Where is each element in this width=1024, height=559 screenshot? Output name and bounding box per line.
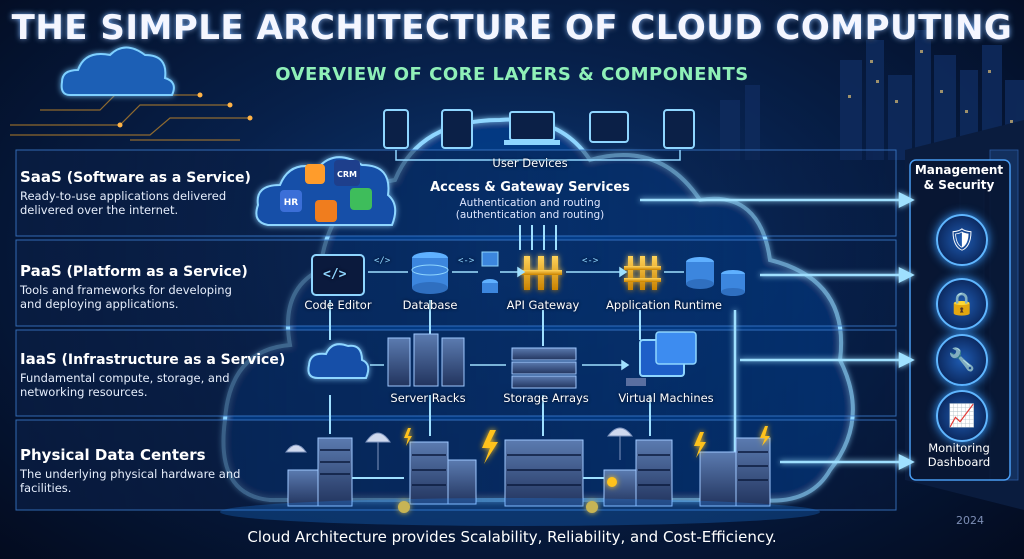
phone-icon	[383, 109, 409, 149]
code-editor-icon	[311, 254, 365, 296]
layer-description: Ready-to-use applications delivered deli…	[20, 189, 227, 217]
hr-app-icon	[280, 190, 302, 212]
code-symbol: </>	[374, 256, 391, 266]
lightning-icon	[398, 426, 770, 513]
circuit-lines	[10, 94, 250, 141]
server-racks-icon	[387, 333, 465, 387]
page-subtitle: OVERVIEW OF CORE LAYERS & COMPONENTS	[275, 64, 749, 85]
iaas-component-label: Virtual Machines	[618, 391, 714, 405]
mail-app-icon	[305, 164, 325, 184]
wrench-icon: 🔧	[936, 334, 988, 386]
iaas-layer-label: IaaS (Infrastructure as a Service) Funda…	[20, 350, 285, 399]
tablet-icon	[663, 109, 695, 149]
datacenter-server-lines	[320, 449, 768, 486]
datacenter-layer-label: Physical Data Centers The underlying phy…	[20, 446, 260, 495]
layer-name: IaaS	[20, 350, 57, 368]
satellite-icon	[285, 427, 634, 470]
cloud-icon	[60, 46, 175, 96]
code-symbol: <->	[458, 256, 475, 266]
gateway-subtitle: Authentication and routing (authenticati…	[456, 197, 604, 221]
iaas-component-label: Server Racks	[390, 391, 466, 405]
footer-tagline: Cloud Architecture provides Scalability,…	[247, 528, 777, 546]
hr-label: HR	[284, 198, 299, 208]
layer-description: The underlying physical hardware and fac…	[20, 467, 241, 495]
layer-full-name: (Software as a Service)	[66, 170, 251, 186]
crm-label: CRM	[337, 170, 357, 179]
management-arrows	[640, 191, 915, 471]
floor-glow	[220, 498, 820, 526]
paas-flow-arrows	[368, 266, 684, 278]
datacenter-arrows	[329, 395, 651, 479]
code-symbol: </>	[323, 267, 347, 282]
layer-name: Physical Data Centers	[20, 446, 206, 464]
storage-arrays-icon	[511, 347, 577, 389]
monitoring-dashboard-label: Monitoring Dashboard	[927, 441, 991, 469]
user-devices-label: User Devices	[492, 156, 568, 170]
layer-full-name: (Platform as a Service)	[66, 264, 248, 280]
layer-full-name: (Infrastructure as a Service)	[61, 352, 286, 368]
layer-description: Fundamental compute, storage, and networ…	[20, 371, 230, 399]
city-lights	[848, 50, 1013, 123]
code-symbol: <->	[582, 256, 599, 266]
shield-icon: 🛡	[936, 214, 988, 266]
virtual-machines-icon	[626, 331, 697, 386]
gateway-line-2: (authentication and routing)	[455, 209, 605, 221]
application-runtime-icon	[624, 256, 661, 290]
iaas-component-label: Storage Arrays	[503, 391, 589, 405]
paas-layer-label: PaaS (Platform as a Service) Tools and f…	[20, 262, 260, 311]
paas-band	[15, 239, 897, 327]
gateway-arrows	[329, 225, 641, 346]
lock-icon: 🔒	[936, 278, 988, 330]
saas-band	[15, 149, 897, 237]
layer-name: PaaS	[20, 262, 62, 280]
paas-component-label: Database	[402, 298, 458, 312]
gateway-connector-icon	[481, 251, 499, 293]
database-icon	[411, 252, 449, 294]
circuit-nodes	[117, 92, 253, 128]
user-devices	[383, 109, 695, 161]
tablet-icon	[441, 109, 473, 149]
person-app-icon	[315, 200, 337, 222]
page-title: THE SIMPLE ARCHITECTURE OF CLOUD COMPUTI…	[11, 8, 1013, 48]
year-watermark: 2024	[956, 514, 984, 527]
chart-icon: 📈	[936, 390, 988, 442]
tablet-icon	[589, 111, 629, 143]
users-app-icon	[350, 188, 372, 210]
management-title: Management & Security	[914, 163, 1004, 192]
gateway-line-1: Authentication and routing	[459, 197, 601, 209]
paas-component-label: Application Runtime	[606, 298, 722, 312]
laptop-icon	[509, 111, 555, 141]
datacenter-servers	[287, 437, 771, 507]
layer-description: Tools and frameworks for developing and …	[20, 283, 232, 311]
paas-component-label: Code Editor	[304, 298, 372, 312]
cloud-upload-icon	[307, 343, 370, 379]
api-gateway-icon	[520, 256, 562, 290]
paas-component-label: API Gateway	[506, 298, 580, 312]
gateway-title: Access & Gateway Services	[430, 180, 630, 195]
crm-app-icon	[334, 160, 360, 186]
runtime-database-icon	[686, 257, 745, 296]
layer-name: SaaS	[20, 168, 62, 186]
saas-layer-label: SaaS (Software as a Service) Ready-to-us…	[20, 168, 260, 217]
iaas-flow-arrows	[370, 359, 630, 371]
